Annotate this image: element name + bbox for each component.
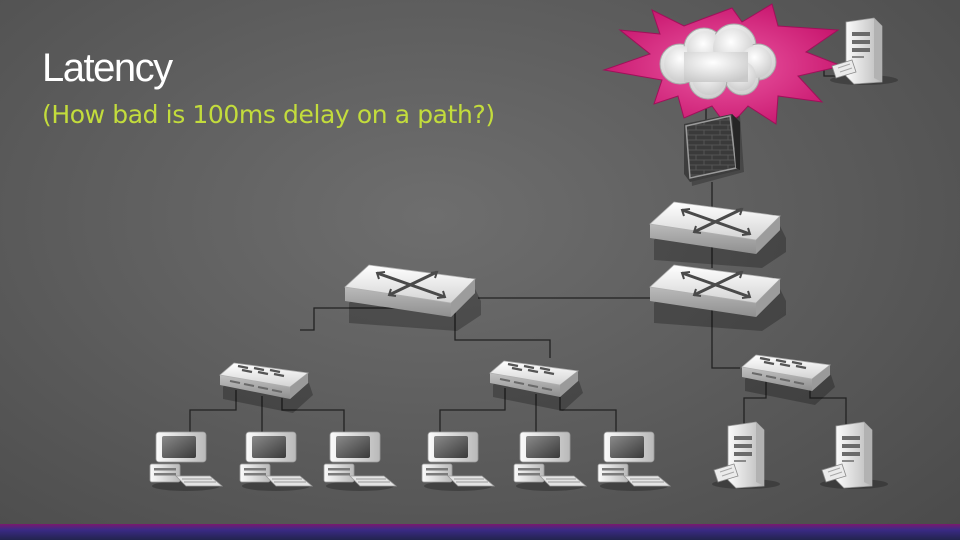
router-icon: [343, 263, 483, 333]
router-icon: [648, 200, 788, 270]
slide-title: Latency: [42, 46, 173, 90]
workstation-icon: [421, 431, 495, 492]
switch-icon: [218, 361, 315, 415]
server-icon: [829, 17, 899, 86]
server-icon: [711, 421, 781, 490]
workstation-icon: [239, 431, 313, 492]
cloud-icon: [659, 23, 777, 100]
workstation-icon: [513, 431, 587, 492]
server-icon: [819, 421, 889, 490]
firewall-icon: [684, 114, 744, 186]
link-router-server-switch: [711, 310, 740, 369]
workstation-icon: [323, 431, 397, 492]
slide-subtitle: (How bad is 100ms delay on a path?): [42, 100, 495, 129]
workstation-icon: [149, 431, 223, 492]
switch-icon: [488, 359, 585, 413]
workstation-icon: [597, 431, 671, 492]
footer-accent-bar: [0, 524, 960, 540]
router-icon: [648, 263, 788, 333]
